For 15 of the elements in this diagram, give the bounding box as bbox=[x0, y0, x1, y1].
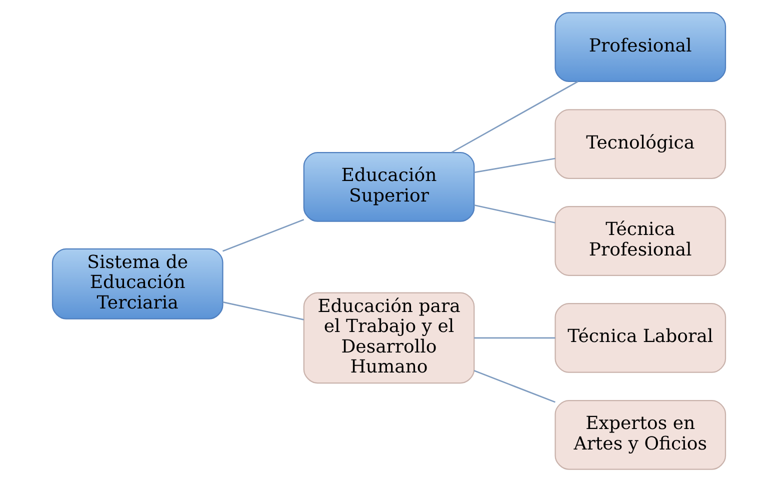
connector bbox=[473, 204, 555, 224]
node-box: Profesional bbox=[554, 12, 726, 82]
node-box: Educación Superior bbox=[302, 152, 474, 222]
connector bbox=[474, 337, 555, 339]
node-box: Técnica Laboral bbox=[554, 303, 726, 373]
node-box: Expertos en Artes y Oficios bbox=[554, 400, 726, 470]
connector bbox=[474, 158, 555, 174]
connector bbox=[450, 80, 578, 153]
node-box: Tecnológica bbox=[554, 109, 726, 179]
node-box: Educación para el Trabajo y el Desarrollo Humano bbox=[302, 292, 474, 384]
node-box: Sistema de Educación Terciaria bbox=[51, 248, 223, 320]
connector bbox=[473, 370, 555, 403]
node-box: Técnica Profesional bbox=[554, 206, 726, 276]
connector bbox=[222, 218, 304, 252]
connector bbox=[222, 301, 304, 320]
